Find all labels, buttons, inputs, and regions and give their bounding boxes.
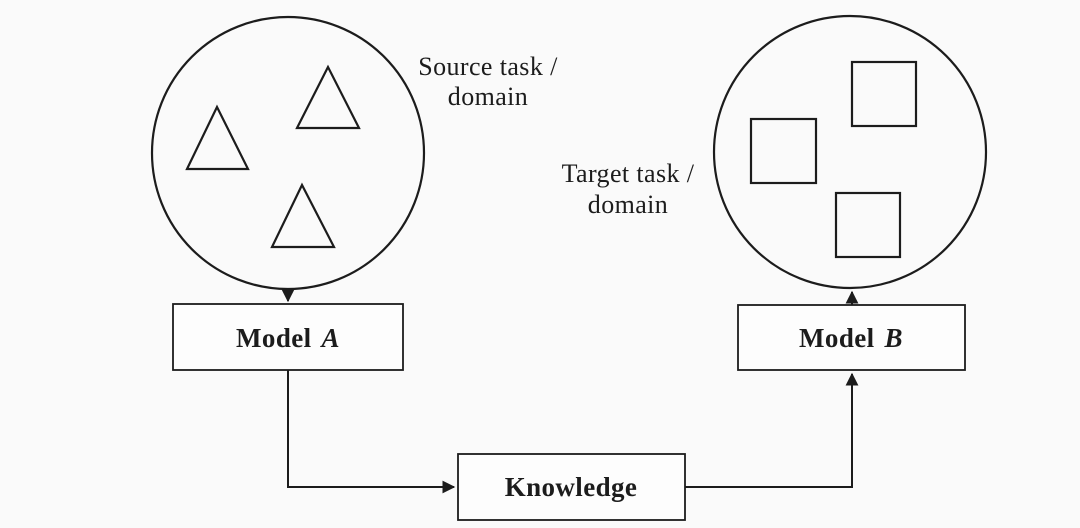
square-icon (850, 60, 918, 128)
triangle-icon (185, 104, 250, 171)
arrow-knowledge-to-model-b (685, 372, 859, 488)
square-icon (834, 191, 902, 259)
diagram-labels: Source task / domain Target task / domai… (236, 52, 903, 502)
target-domain-label-line1: Target task / (562, 159, 695, 188)
arrow-model-a-to-knowledge (287, 370, 456, 494)
source-domain-label-line2: domain (448, 82, 528, 111)
model-a-label-variable: A (320, 323, 340, 353)
model-a-box (172, 303, 404, 371)
model-b-label-prefix: Model (799, 323, 875, 353)
triangle-icon (295, 64, 361, 130)
target-domain-circle (712, 14, 988, 290)
knowledge-label: Knowledge (505, 472, 638, 502)
diagram-geometry (150, 14, 988, 521)
model-b-box (737, 304, 966, 371)
model-b-label: Model B (799, 323, 903, 353)
model-a-label-prefix: Model (236, 323, 312, 353)
knowledge-box (457, 453, 686, 521)
square-icon (749, 117, 818, 185)
model-b-label-variable: B (884, 323, 903, 353)
target-domain-label-line2: domain (588, 190, 668, 219)
source-domain-label-line1: Source task / (418, 52, 558, 81)
model-a-label: Model A (236, 323, 340, 353)
triangle-icon (270, 182, 336, 249)
